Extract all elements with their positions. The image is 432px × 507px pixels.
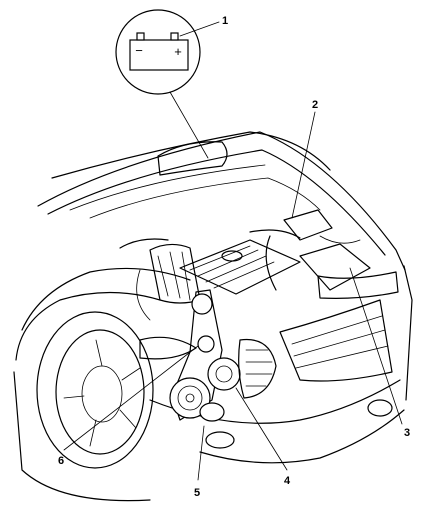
callouts: 1 2 3 4 5 6 (58, 15, 410, 499)
negative-terminal-symbol: − (135, 43, 143, 58)
tensioner-pulley (197, 335, 215, 353)
leader-lines (63, 21, 403, 481)
positive-terminal-symbol: + (174, 44, 182, 59)
fuse-box (283, 209, 333, 241)
inset-connector-line (169, 91, 209, 159)
car-body (13, 131, 413, 502)
callout-1: 1 (222, 15, 228, 27)
alternator-pulley (207, 357, 241, 391)
leader-6 (63, 345, 199, 451)
battery-inset: − + (115, 9, 209, 159)
leader-5 (197, 425, 205, 481)
leader-4 (235, 387, 288, 471)
ac-compressor-pulley (199, 402, 225, 422)
battery-icon: − + (129, 32, 189, 71)
callout-4: 4 (284, 475, 291, 487)
belt-drive (169, 289, 277, 422)
callout-6: 6 (58, 455, 64, 467)
leader-2 (291, 111, 316, 219)
callout-3: 3 (404, 427, 410, 439)
callout-5: 5 (194, 487, 200, 499)
leader-3 (349, 267, 403, 425)
leader-1 (179, 21, 220, 37)
crankshaft-pulley (169, 377, 211, 419)
engine-assembly (119, 209, 371, 321)
alternator (238, 338, 277, 399)
idler-pulley-top (191, 293, 213, 315)
callout-2: 2 (312, 99, 318, 111)
